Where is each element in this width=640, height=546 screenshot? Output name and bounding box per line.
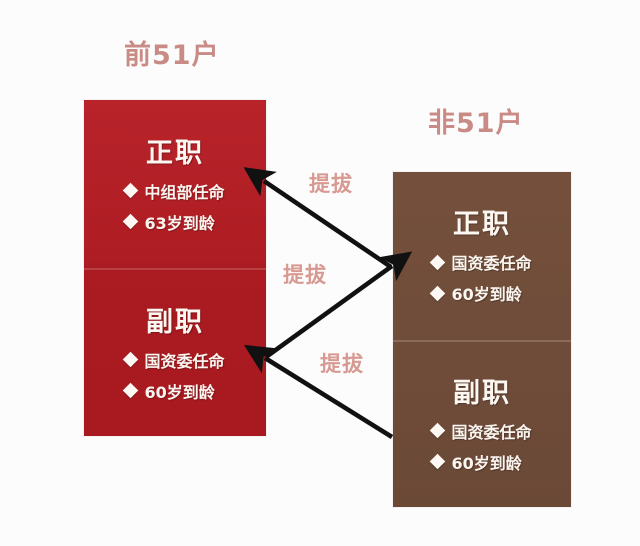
bullet-item: 60岁到龄 [430,281,522,305]
diamond-bullet-icon [430,453,446,470]
cell-right-chief[interactable]: 正职 国资委任命 60岁到龄 [393,172,571,340]
bullet-list-left-chief: 中组部任命 63岁到龄 [123,179,225,234]
cell-title-left-deputy: 副职 [146,306,204,338]
cell-title-right-deputy: 副职 [453,377,511,409]
bullet-text: 国资委任命 [451,254,532,274]
bullet-text: 国资委任命 [144,351,225,371]
bullet-item: 60岁到龄 [430,450,522,474]
diamond-bullet-icon [123,182,139,199]
bullet-text: 63岁到龄 [144,213,215,233]
arrow-label-promote-2: 提拔 [283,263,327,287]
bullet-list-right-chief: 国资委任命 60岁到龄 [430,250,532,305]
bullet-list-left-deputy: 国资委任命 60岁到龄 [123,348,225,403]
bullet-text: 60岁到龄 [144,382,215,402]
group-title-left: 前51户 [124,40,220,71]
diamond-bullet-icon [430,422,446,439]
bullet-item: 63岁到龄 [123,210,215,234]
bullet-text: 60岁到龄 [451,285,522,305]
cell-left-deputy[interactable]: 副职 国资委任命 60岁到龄 [84,268,266,436]
cell-title-right-chief: 正职 [453,209,511,241]
diamond-bullet-icon [123,351,139,368]
bullet-list-right-deputy: 国资委任命 60岁到龄 [430,419,532,474]
bullet-text: 中组部任命 [144,182,225,202]
panel-non-51[interactable]: 正职 国资委任命 60岁到龄 副职 国资委任命 [393,172,571,507]
bullet-item: 中组部任命 [123,179,225,203]
bullet-item: 60岁到龄 [123,379,215,403]
arrow-label-promote-1: 提拔 [309,172,353,196]
bullet-text: 国资委任命 [451,422,532,442]
arrow-label-promote-3: 提拔 [320,352,364,376]
diamond-bullet-icon [430,254,446,271]
diamond-bullet-icon [430,285,446,302]
diamond-bullet-icon [123,213,139,230]
bullet-text: 60岁到龄 [451,453,522,473]
bullet-item: 国资委任命 [123,348,225,372]
cell-left-chief[interactable]: 正职 中组部任命 63岁到龄 [84,100,266,268]
cell-right-deputy[interactable]: 副职 国资委任命 60岁到龄 [393,339,571,508]
cell-title-left-chief: 正职 [146,137,204,169]
bullet-item: 国资委任命 [430,419,532,443]
bullet-item: 国资委任命 [430,250,532,274]
diamond-bullet-icon [123,382,139,399]
panel-former-51[interactable]: 正职 中组部任命 63岁到龄 副职 国资委任命 [84,100,266,436]
group-title-right: 非51户 [428,108,524,139]
